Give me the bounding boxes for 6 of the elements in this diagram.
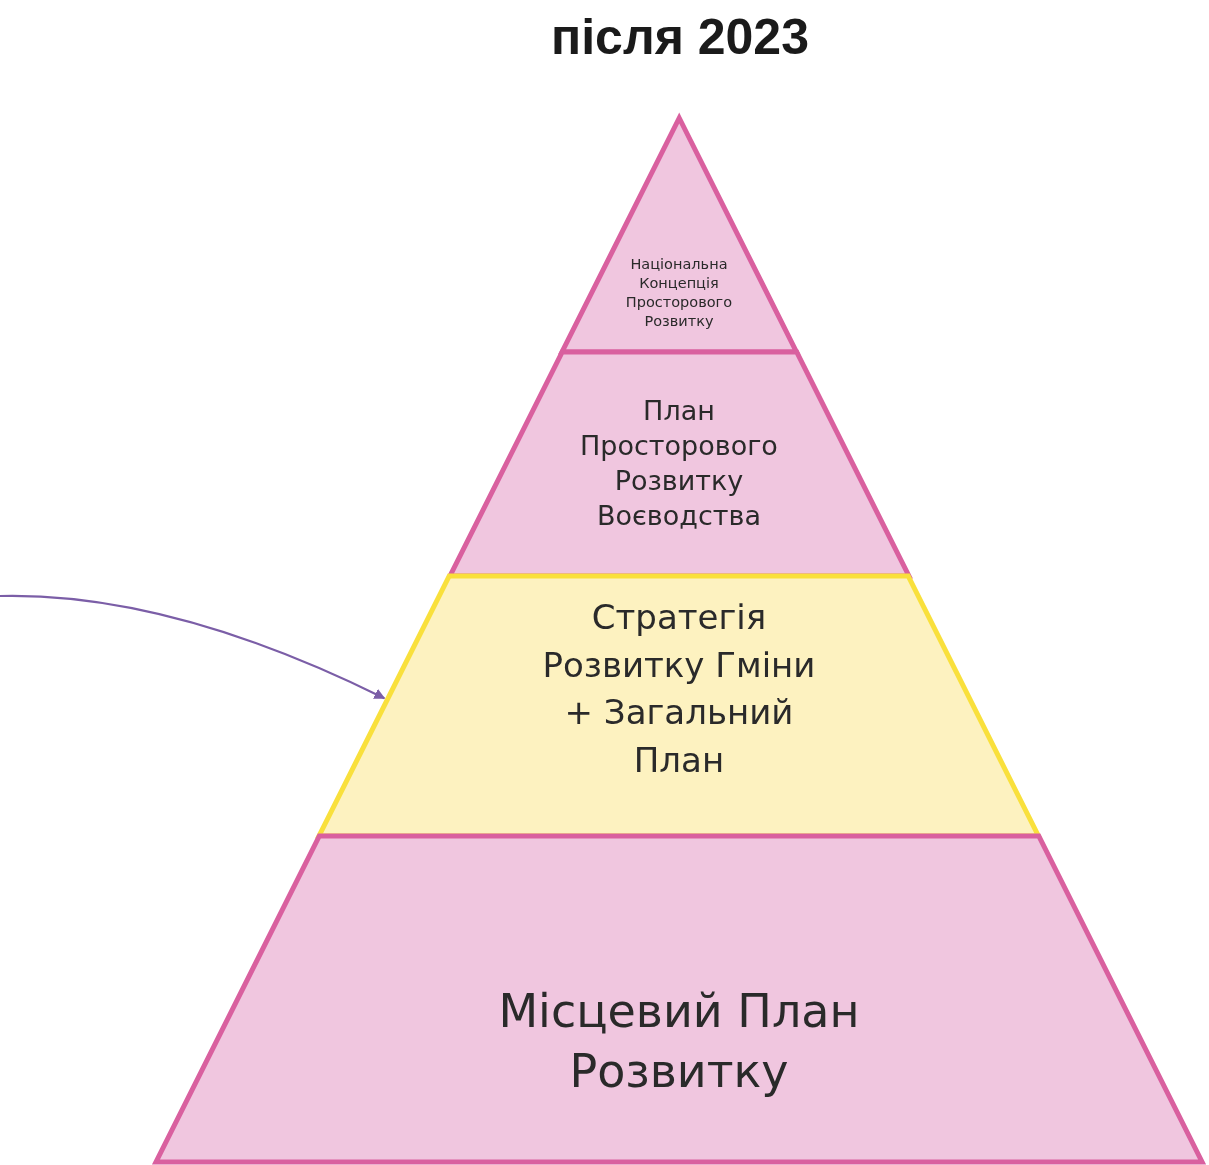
tier-label: Стратегія Розвитку Гміни + Загальний План <box>541 596 817 782</box>
arrow <box>0 594 386 700</box>
tier-label: План Просторового Розвитку Воєводства <box>579 394 779 534</box>
title: після 2023 <box>550 8 810 66</box>
tier-label: Місцевий План Розвитку <box>497 983 861 1100</box>
tier-label: Національна Концепція Просторового Розвитку <box>624 255 734 331</box>
